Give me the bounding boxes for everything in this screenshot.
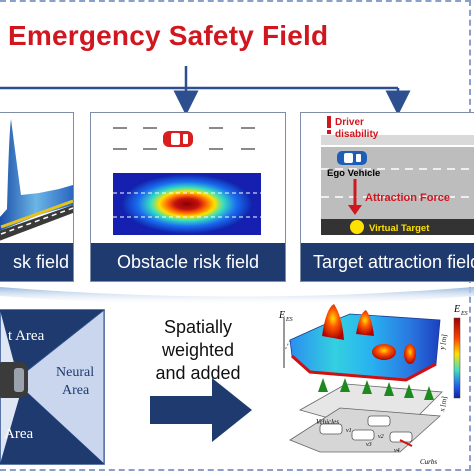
surface-peak-3 (372, 344, 396, 360)
ego-vehicle-label: Ego Vehicle (327, 168, 380, 179)
ego-vehicle-icon (337, 151, 367, 165)
top-lane-dashes (113, 127, 255, 150)
virtual-target-icon (350, 220, 364, 234)
obstacle-risk-diagram (113, 127, 261, 235)
vehicle-label-v2: v2 (378, 434, 384, 440)
surface-peak-2 (356, 310, 374, 336)
surface-peak-1 (322, 304, 344, 340)
attraction-force-label: Attraction Force (365, 192, 450, 204)
process-line-1: Spatially (163, 317, 233, 337)
bottom-area-label: Area (4, 426, 33, 442)
process-text: Spatially weighted and added (148, 316, 248, 385)
y-axis-label: y [m] (438, 334, 449, 351)
vehicle-label-v1: v1 (346, 428, 352, 434)
neural-area-label-1: Neural (56, 365, 94, 380)
obstacle-risk-caption: Obstacle risk field (91, 243, 285, 281)
road-band-top (321, 135, 474, 145)
driver-disability-label: Driver (335, 117, 364, 128)
left-area-label: t Area (8, 328, 45, 344)
colorbar (453, 317, 461, 399)
driver-disability-label-2: disability (335, 129, 379, 140)
obstacle-risk-panel: Obstacle risk field (90, 112, 286, 282)
tree-row (318, 378, 434, 400)
exclamation-icon (327, 116, 331, 128)
risk-wall-shape (0, 119, 73, 231)
top-view-car-icon (0, 362, 28, 398)
process-line-3: and added (155, 363, 241, 383)
z-axis-label: E (278, 310, 285, 321)
obstacle-car-icon (163, 131, 193, 147)
road-risk-surface (0, 119, 73, 241)
vehicle-label-v4: v4 (394, 447, 400, 454)
target-attraction-caption: Target attraction field (301, 243, 474, 281)
target-attraction-panel: Driver disability Ego Vehicle Attraction… (300, 112, 474, 282)
vehicle-label-v3: v3 (366, 442, 372, 448)
surface-curb-ridge (291, 354, 437, 382)
left-area-region (0, 310, 104, 378)
road-risk-panel: sk field (0, 112, 74, 282)
process-line-2: weighted (161, 340, 235, 360)
road-risk-caption: sk field (0, 243, 73, 281)
yellow-line (0, 199, 73, 229)
curb-marker (399, 439, 413, 447)
x-axis-label: x [m] (438, 396, 449, 413)
target-attraction-diagram: Driver disability Ego Vehicle Attraction… (321, 116, 474, 235)
neural-area-label-2: Area (62, 383, 90, 398)
heatmap-hotspot (121, 174, 253, 234)
virtual-target-label: Virtual Target (369, 223, 430, 234)
vehicles-label: Vehicles (316, 418, 339, 426)
colorbar-label-sub: ES (460, 311, 468, 317)
vehicle-outlines (319, 415, 413, 443)
z-axis-label-sub: ES (285, 317, 293, 323)
colorbar-label: E (453, 304, 460, 315)
bottom-area-region (0, 388, 104, 464)
surface-peak-4 (404, 344, 416, 364)
curbs-label: Curbs (420, 458, 437, 466)
figure-title: Emergency Safety Field (8, 20, 329, 51)
